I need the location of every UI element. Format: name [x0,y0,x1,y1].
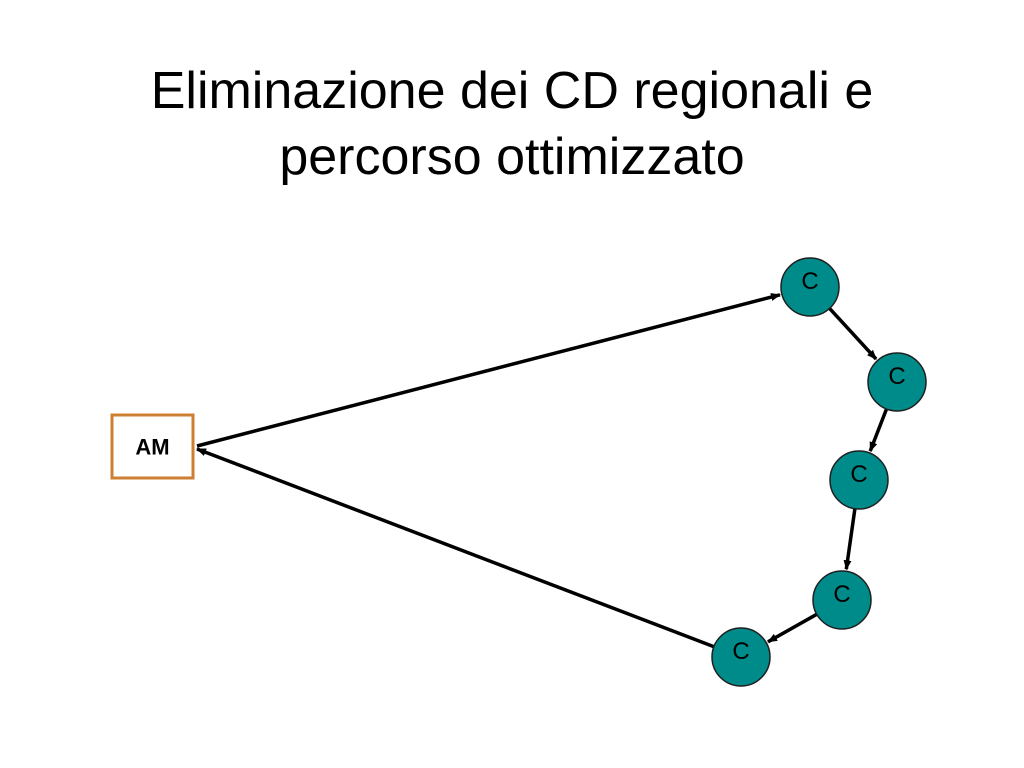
node-label-c5: C [732,638,749,665]
edges-layer [196,293,889,650]
hub-node: AM [110,413,195,480]
node-label-c2: C [888,363,905,390]
edge-arrow-c2-to-c3 [868,408,889,453]
slide-title: Eliminazione dei CD regionali e percorso… [0,58,1024,190]
hub-box [110,413,195,480]
node-label-c1: C [801,268,818,295]
edge-arrow-hub-to-c1 [196,293,781,448]
nodes-layer: AM C C C C C [110,257,927,687]
node-c1: C [780,257,840,317]
node-circle-c5 [711,627,771,687]
node-circle-c1 [780,257,840,317]
node-circle-c4 [812,570,872,630]
node-circle-c2 [867,352,927,412]
edge-arrow-c5-to-hub [196,447,719,650]
node-c3: C [829,450,889,510]
node-label-c3: C [850,461,867,488]
node-circle-c3 [829,450,889,510]
hub-label: AM [135,435,169,460]
node-c5: C [711,627,771,687]
node-c2: C [867,352,927,412]
slide-title-line-1: Eliminazione dei CD regionali e [150,62,874,120]
slide-title-line-2: percorso ottimizzato [279,128,745,186]
edge-arrow-c4-to-c5 [767,612,818,644]
edge-arrow-c1-to-c2 [828,307,878,361]
edge-arrow-c3-to-c4 [843,508,857,571]
node-c4: C [812,570,872,630]
node-label-c4: C [833,581,850,608]
